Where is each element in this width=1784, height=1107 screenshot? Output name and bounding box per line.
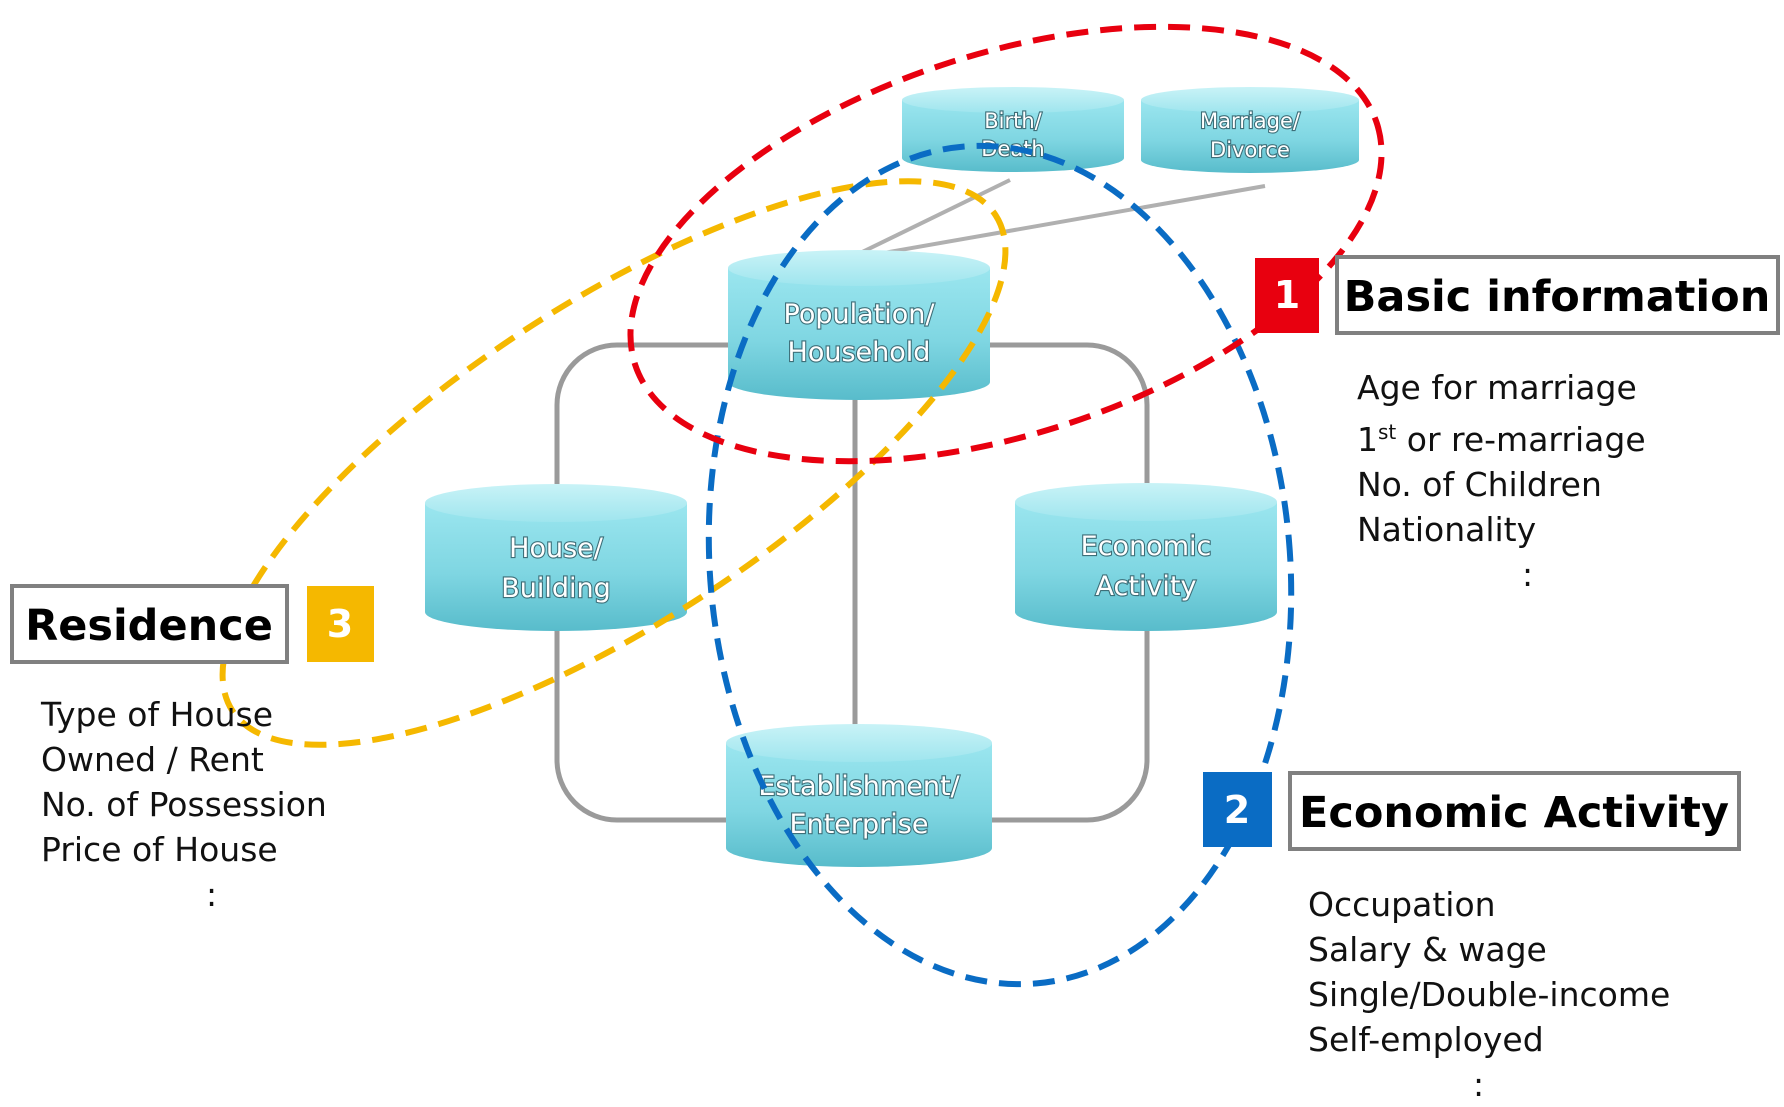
cylinder-label-line2: Divorce — [1210, 138, 1290, 162]
detail-item: Self-employed — [1308, 1020, 1544, 1059]
detail-item: Nationality — [1357, 510, 1537, 549]
cylinder-marriage-divorce: Marriage/ Divorce — [1141, 87, 1359, 173]
detail-item: Age for marriage — [1357, 368, 1637, 407]
residence-badge — [307, 586, 374, 662]
detail-item: Salary & wage — [1308, 930, 1547, 969]
detail-item: Price of House — [41, 830, 278, 869]
residence-title: Residence — [25, 601, 273, 651]
economic-activity-title: Economic Activity — [1299, 788, 1729, 838]
connector-upper-lines — [849, 178, 1266, 260]
cylinder-population-household: Population/ Household — [728, 250, 990, 400]
cylinder-label-line2: Household — [788, 337, 931, 368]
residence-number: 3 — [327, 602, 353, 646]
cylinder-label-line2: Activity — [1096, 571, 1197, 602]
economic-activity-badge — [1203, 772, 1272, 847]
economic-activity-header: 2 Economic Activity — [1203, 771, 1741, 851]
detail-item-continuation: : — [1522, 555, 1534, 594]
cylinder-label-line1: House/ — [509, 533, 604, 564]
cylinder-label-line1: Population/ — [784, 299, 936, 330]
detail-item: No. of Children — [1357, 465, 1602, 504]
cylinder-label-line1: Economic — [1081, 531, 1212, 562]
group-ellipse-residence — [219, 178, 1009, 748]
basic-information-title: Basic information — [1344, 272, 1771, 322]
detail-item: Owned / Rent — [41, 740, 264, 779]
residence-details: Type of House Owned / Rent No. of Posses… — [41, 692, 327, 917]
residence-header: Residence 3 — [10, 584, 374, 664]
basic-information-title-box — [1335, 255, 1780, 335]
residence-title-box — [10, 584, 289, 664]
basic-information-details: Age for marriage 1st or re-marriage No. … — [1357, 365, 1646, 597]
connector-birth-population — [849, 178, 1011, 260]
economic-activity-details: Occupation Salary & wage Single/Double-i… — [1308, 882, 1670, 1107]
cylinder-label-line1: Birth/ — [984, 109, 1042, 133]
detail-item-superscript: 1st or re-marriage — [1357, 420, 1646, 459]
economic-activity-title-box — [1288, 771, 1741, 851]
cylinder-label-line1: Marriage/ — [1200, 109, 1301, 133]
detail-item: Single/Double-income — [1308, 975, 1671, 1014]
cylinder-economic-activity: Economic Activity — [1015, 483, 1277, 631]
economic-activity-number: 2 — [1224, 788, 1250, 832]
detail-item: Occupation — [1308, 885, 1496, 924]
group-ellipse-basic-information — [627, 23, 1385, 465]
detail-item: Type of House — [41, 695, 273, 734]
group-ellipse-economic-activity — [705, 142, 1295, 988]
detail-item-continuation: : — [206, 875, 218, 914]
detail-item: No. of Possession — [41, 785, 327, 824]
cylinder-establishment-enterprise: Establishment/ Enterprise — [726, 724, 992, 867]
cylinder-label-line2: Enterprise — [790, 809, 929, 840]
detail-item-continuation: : — [1473, 1065, 1485, 1104]
basic-information-badge — [1255, 258, 1319, 333]
cylinder-house-building: House/ Building — [425, 484, 687, 631]
basic-information-number: 1 — [1274, 273, 1300, 317]
connector-marriage-population — [854, 184, 1266, 260]
cylinder-label-line1: Establishment/ — [758, 771, 960, 802]
basic-information-header: 1 Basic information — [1255, 255, 1780, 335]
cylinder-birth-death: Birth/ Death — [902, 87, 1124, 172]
cylinder-label-line2: Building — [501, 573, 611, 604]
